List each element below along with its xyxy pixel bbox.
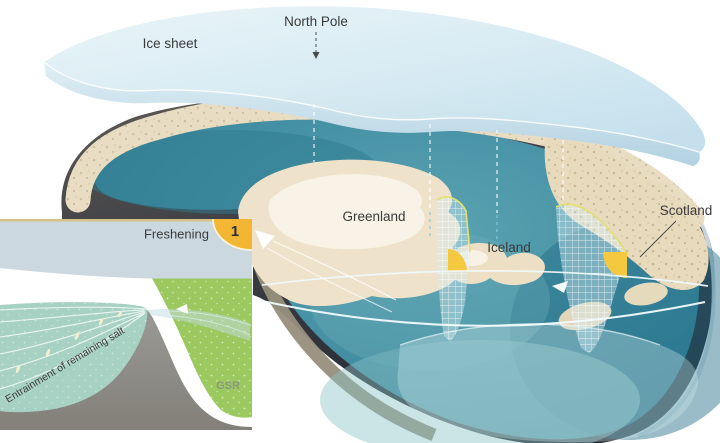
inset-top-border (0, 219, 252, 222)
label-greenland: Greenland (342, 209, 405, 224)
inset-step-badge (213, 219, 252, 250)
ice-sheet-top (44, 6, 706, 153)
inset-fan-streaks (149, 310, 251, 336)
inset-streamlines (0, 306, 146, 390)
label-north-pole: North Pole (284, 14, 348, 29)
overflow-wedge-west (448, 249, 467, 272)
greenland-icecap (268, 174, 425, 250)
sill-bank-east (624, 282, 668, 306)
ocean-basin (61, 94, 720, 443)
main-labels: Ice sheet North Pole Greenland Iceland S… (143, 14, 713, 258)
flow-line-upper (261, 270, 709, 287)
circulation-flow-lines (257, 270, 709, 327)
inset-flow-arrow-icon (176, 304, 188, 314)
inset-arrow-icon (255, 230, 275, 249)
inset-pointer-curve-2 (266, 247, 393, 313)
ice-sheet-front-highlight (43, 61, 700, 153)
water-light-south (320, 340, 640, 443)
inset-salt-droplets (15, 310, 123, 374)
inset-ice-wedge (0, 268, 152, 305)
section-curtains (436, 196, 628, 353)
section-curtain-east-trim (555, 203, 628, 255)
label-gsr-ridge: GSR (216, 380, 240, 392)
label-ice-sheet: Ice sheet (143, 36, 198, 51)
inset-pointer-curve-1 (272, 240, 397, 301)
ice-sheet (43, 6, 706, 166)
flow-line-lower (257, 298, 706, 327)
north-pole-arrow-icon (312, 52, 320, 59)
scotland-leader-line (639, 220, 677, 258)
section-curtain-west-trim (436, 196, 471, 253)
basin-outer-rim-highlight (637, 221, 716, 438)
label-scotland: Scotland (660, 203, 713, 218)
label-freshening: Freshening (144, 227, 209, 242)
inset-pointer (255, 230, 397, 313)
inset-panel: GSR Entrainment of remaining salt Freshe… (0, 218, 253, 430)
inset-surface-layer (0, 219, 252, 279)
flow-arrowhead-icon (552, 281, 568, 293)
basin-wall-tan-edge (251, 257, 437, 442)
section-marker-dashes (313, 104, 564, 241)
overflow-wedge-east (603, 252, 627, 278)
badge-number: 1 (231, 223, 239, 240)
label-iceland: Iceland (487, 240, 531, 255)
water-glass-veil (397, 323, 699, 443)
inset-step-badge-outline (212, 218, 253, 251)
scotland-landmass-speckle (544, 132, 709, 291)
section-curtain-east-grid (556, 204, 627, 353)
